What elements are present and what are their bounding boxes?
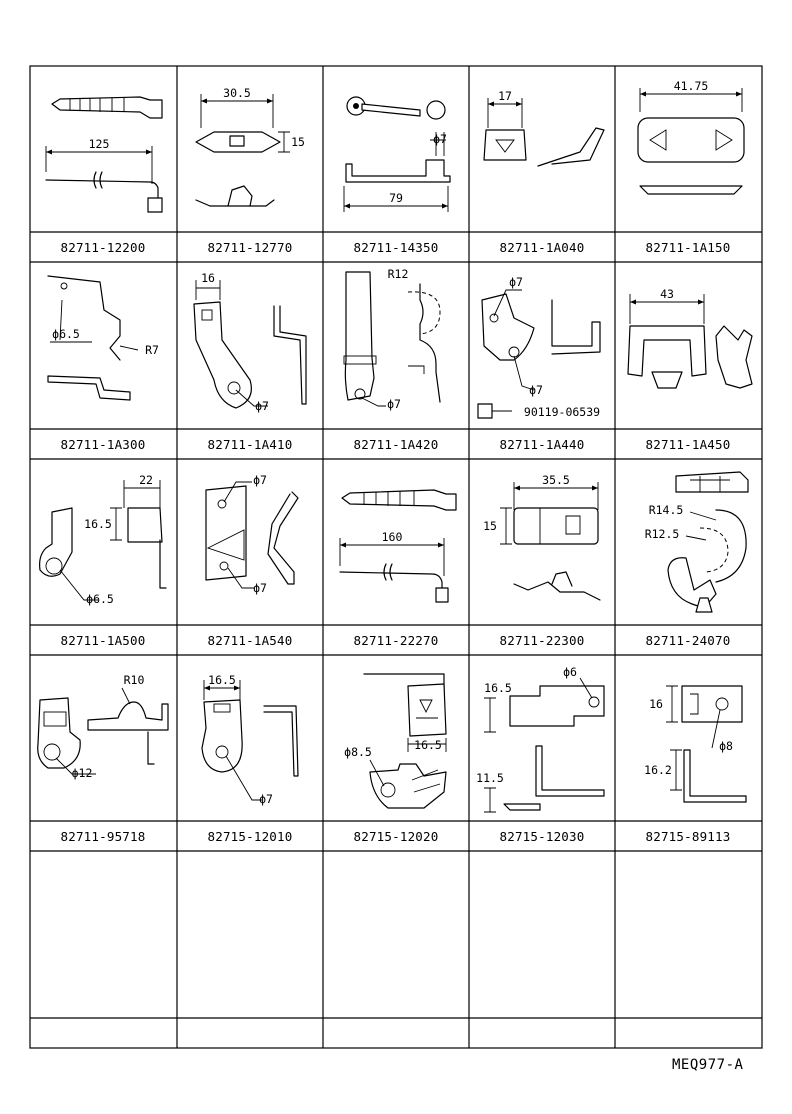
- part-number: 82711-1A300: [61, 437, 146, 452]
- dimension-label: ϕ12: [72, 766, 93, 780]
- dimension-label: ϕ7: [387, 397, 401, 411]
- dimension-label: ϕ6: [563, 665, 577, 679]
- dimension-label: 30.5: [223, 86, 251, 100]
- dimension-label: R12: [388, 267, 409, 281]
- clamp-drawing-82711-1A150: 41.75: [637, 79, 745, 195]
- dimension-label: 79: [389, 191, 403, 205]
- dimension-label: ϕ7: [529, 383, 543, 397]
- clamp-drawing-82711-1A450: 43: [627, 287, 753, 389]
- dimension-label: 22: [139, 473, 153, 487]
- dimension-label: R7: [145, 343, 159, 357]
- part-number: 82711-1A540: [208, 633, 293, 648]
- dimension-label: 41.75: [674, 79, 709, 93]
- clamp-drawing-82711-1A410: 16 ϕ7: [193, 271, 307, 413]
- clamp-drawing-82711-12200: 125: [45, 96, 163, 213]
- dimension-label: ϕ8: [719, 739, 733, 753]
- part-number: 82711-95718: [61, 829, 146, 844]
- part-number: 82711-22300: [500, 633, 585, 648]
- clamp-drawing-82711-14350: ϕ7 79: [343, 96, 451, 212]
- dimension-label: 16: [201, 271, 215, 285]
- dimension-label: ϕ6.5: [52, 327, 80, 341]
- parts-grid: [29, 65, 763, 1049]
- part-number: 82711-12200: [61, 240, 146, 255]
- dimension-label: 16.5: [414, 738, 442, 752]
- part-number: 82711-22270: [354, 633, 439, 648]
- clamp-drawing-82711-1A500: 22 16.5 ϕ6.5: [39, 473, 167, 606]
- dimension-label: 35.5: [542, 473, 570, 487]
- part-number-labels: 82711-12200 82711-12770 82711-14350 8271…: [61, 240, 731, 844]
- dimension-label: ϕ8.5: [344, 745, 372, 759]
- part-number: 82711-1A410: [208, 437, 293, 452]
- dimension-label: ϕ7: [255, 399, 269, 413]
- dimension-label: ϕ7: [253, 581, 267, 595]
- part-number: 82711-1A150: [646, 240, 731, 255]
- part-number: 82715-12020: [354, 829, 439, 844]
- dimension-label: 15: [483, 519, 497, 533]
- part-number: 82711-1A440: [500, 437, 585, 452]
- part-number: 82715-12030: [500, 829, 585, 844]
- dimension-label: 16: [649, 697, 663, 711]
- dimension-label: 43: [660, 287, 674, 301]
- part-number: 82711-12770: [208, 240, 293, 255]
- dimension-label: 16.2: [644, 763, 672, 777]
- dimension-label: ϕ7: [259, 792, 273, 806]
- clamp-drawing-82711-1A040: 17: [483, 89, 605, 167]
- clamp-drawing-82711-1A440: ϕ7 ϕ7 90119-06539: [477, 275, 601, 419]
- clamp-drawing-82711-1A300: ϕ6.5 R7: [47, 275, 159, 401]
- part-number: 82711-14350: [354, 240, 439, 255]
- clamp-drawing-82711-1A420: ϕ7 R12: [343, 267, 441, 411]
- clamp-drawing-82715-12010: 16.5 ϕ7: [201, 673, 299, 806]
- dimension-label: 90119-06539: [524, 405, 600, 419]
- part-number: 82711-1A040: [500, 240, 585, 255]
- dimension-label: 17: [498, 89, 512, 103]
- clamp-drawing-82715-12030: 16.5 ϕ6 11.5: [476, 665, 605, 813]
- part-number: 82711-1A450: [646, 437, 731, 452]
- dimension-label: R10: [124, 673, 145, 687]
- part-number: 82711-1A500: [61, 633, 146, 648]
- dimension-label: R12.5: [645, 527, 680, 541]
- dimension-label: 11.5: [476, 771, 504, 785]
- dimension-label: 15: [291, 135, 305, 149]
- dimension-label: ϕ7: [509, 275, 523, 289]
- dimension-label: 125: [89, 137, 110, 151]
- dimension-label: ϕ6.5: [86, 592, 114, 606]
- drawing-code: MEQ977-A: [672, 1057, 744, 1073]
- clamp-drawing-82711-1A540: ϕ7 ϕ7: [205, 473, 299, 595]
- part-number: 82715-12010: [208, 829, 293, 844]
- dimension-label: 160: [382, 530, 403, 544]
- clamp-drawing-82711-22300: 35.5 15: [483, 473, 601, 601]
- clamp-drawing-82715-89113: 16 ϕ8 16.2: [644, 685, 747, 803]
- dimension-label: 16.5: [84, 517, 112, 531]
- part-number: 82711-24070: [646, 633, 731, 648]
- clamp-drawing-82711-12770: 30.5 15: [195, 86, 305, 207]
- clamp-drawing-82711-22270: 160: [339, 489, 457, 603]
- part-number: 82715-89113: [646, 829, 731, 844]
- clamp-drawing-82711-95718: ϕ12 R10: [37, 673, 169, 780]
- dimension-label: 16.5: [208, 673, 236, 687]
- dimension-label: 16.5: [484, 681, 512, 695]
- dimension-label: ϕ7: [253, 473, 267, 487]
- part-number: 82711-1A420: [354, 437, 439, 452]
- clamp-drawing-82711-24070: R14.5 R12.5: [645, 471, 749, 613]
- clamp-drawing-82715-12020: 16.5 ϕ8.5: [344, 673, 447, 809]
- dimension-label: ϕ7: [433, 132, 447, 146]
- dimension-label: R14.5: [649, 503, 684, 517]
